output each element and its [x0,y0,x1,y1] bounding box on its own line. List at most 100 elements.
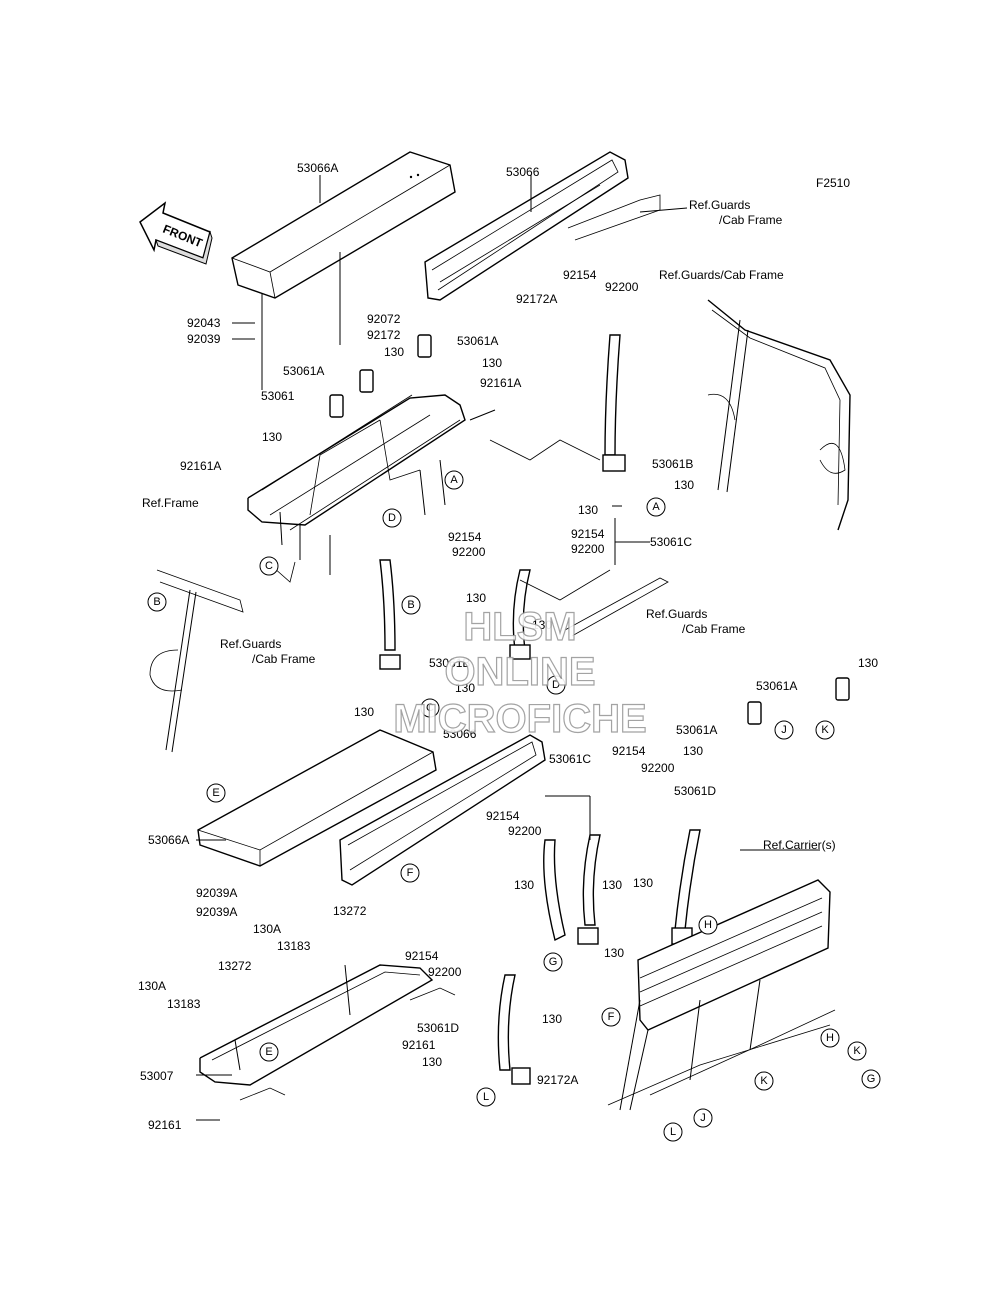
svg-text:A: A [652,501,660,513]
svg-text:B: B [407,599,414,611]
ref-label: Ref.Guards [646,607,707,621]
part-label: 130A [253,922,281,936]
part-label: 92154 [486,809,520,823]
part-label: 92154 [405,949,439,963]
callout-j: J [693,1108,713,1128]
part-label: 130 [578,503,598,517]
svg-text:E: E [212,787,219,799]
ref-label: /Cab Frame [719,213,783,227]
ref-label: Ref.Carrier(s) [763,838,836,852]
svg-text:K: K [853,1045,861,1057]
part-label: 130 [532,618,552,632]
callout-b: B [147,592,167,612]
watermark-line-2: ONLINE [444,650,595,694]
front-arrow: FRONT [139,201,213,265]
part-label: 92039A [196,905,237,919]
part-label: 53061A [283,364,324,378]
part-label: 92200 [605,280,639,294]
leader-lines [196,175,820,1121]
callout-l: L [663,1122,683,1142]
callouts: A A B B C C D D E E F F G G H H J J K K … [147,470,881,1142]
watermark-line-1: HLSM [463,605,576,649]
callout-a: A [444,470,464,490]
part-label: 92172 [367,328,401,342]
part-label: 92072 [367,312,401,326]
part-label: 53061A [676,723,717,737]
svg-text:C: C [426,702,434,714]
callout-c: C [420,698,440,718]
svg-text:E: E [265,1046,272,1058]
callout-k: K [847,1041,867,1061]
svg-text:G: G [549,956,558,968]
svg-text:H: H [704,919,712,931]
part-label: 92161 [148,1118,182,1132]
part-label: 130 [602,878,622,892]
svg-text:F: F [407,867,414,879]
part-label: 13272 [333,904,367,918]
part-label: 53061D [417,1021,459,1035]
callout-f: F [601,1007,621,1027]
svg-text:K: K [821,724,829,736]
part-label: 53061 [261,389,295,403]
part-label: 130 [262,430,282,444]
ref-label: /Cab Frame [252,652,316,666]
part-label: 92200 [452,545,486,559]
callout-b: B [401,595,421,615]
svg-text:H: H [826,1032,834,1044]
part-label: 92200 [571,542,605,556]
part-label: 130 [633,876,653,890]
part-label: 92172A [516,292,557,306]
callout-g: G [861,1069,881,1089]
svg-text:D: D [552,679,560,691]
part-label: 53061A [756,679,797,693]
ref-label: Ref.Frame [142,496,199,510]
figure-code: F2510 [816,176,850,190]
part-label: 53061D [674,784,716,798]
svg-text:F: F [608,1011,615,1023]
callout-k: K [754,1071,774,1091]
svg-text:J: J [781,724,787,736]
svg-text:B: B [153,596,160,608]
part-label: 130 [384,345,404,359]
seat-frame-bottom [199,964,456,1101]
callout-f: F [400,863,420,883]
svg-text:K: K [760,1075,768,1087]
part-label: 130 [542,1012,562,1026]
part-label: 130 [514,878,534,892]
part-label: 92161 [402,1038,436,1052]
svg-text:C: C [265,560,273,572]
callout-e: E [206,783,226,803]
seat-belts-middle [379,334,626,670]
part-labels: 53066A 53066 92043 92039 92072 92172 921… [138,161,878,1132]
part-label: 53007 [140,1069,174,1083]
callout-l: L [476,1087,496,1107]
svg-text:J: J [700,1112,706,1124]
part-label: 130 [354,705,374,719]
seat-back-bottom [339,734,546,886]
part-label: 130 [858,656,878,670]
callout-e: E [259,1042,279,1062]
part-label: 130 [482,356,502,370]
callout-h: H [820,1028,840,1048]
part-label: 92154 [612,744,646,758]
part-label: 92154 [571,527,605,541]
part-label: 53066A [148,833,189,847]
part-label: 130 [683,744,703,758]
part-label: 92200 [428,965,462,979]
part-label: 53061A [457,334,498,348]
svg-text:L: L [483,1091,489,1103]
part-label: 92172A [537,1073,578,1087]
callout-k: K [815,720,835,740]
callout-d: D [382,508,402,528]
ref-label: Ref.Guards/Cab Frame [659,268,784,282]
seat-back-top [424,151,629,301]
watermark: HLSM ONLINE MICROFICHE [393,604,648,741]
part-label: 53061B [429,656,470,670]
part-label: 53066 [443,727,477,741]
ref-label: /Cab Frame [682,622,746,636]
watermark-line-3: MICROFICHE [393,697,646,741]
part-label: 92200 [641,761,675,775]
ref-label: Ref.Guards [220,637,281,651]
svg-text:G: G [867,1073,876,1085]
part-label: 92039 [187,332,221,346]
